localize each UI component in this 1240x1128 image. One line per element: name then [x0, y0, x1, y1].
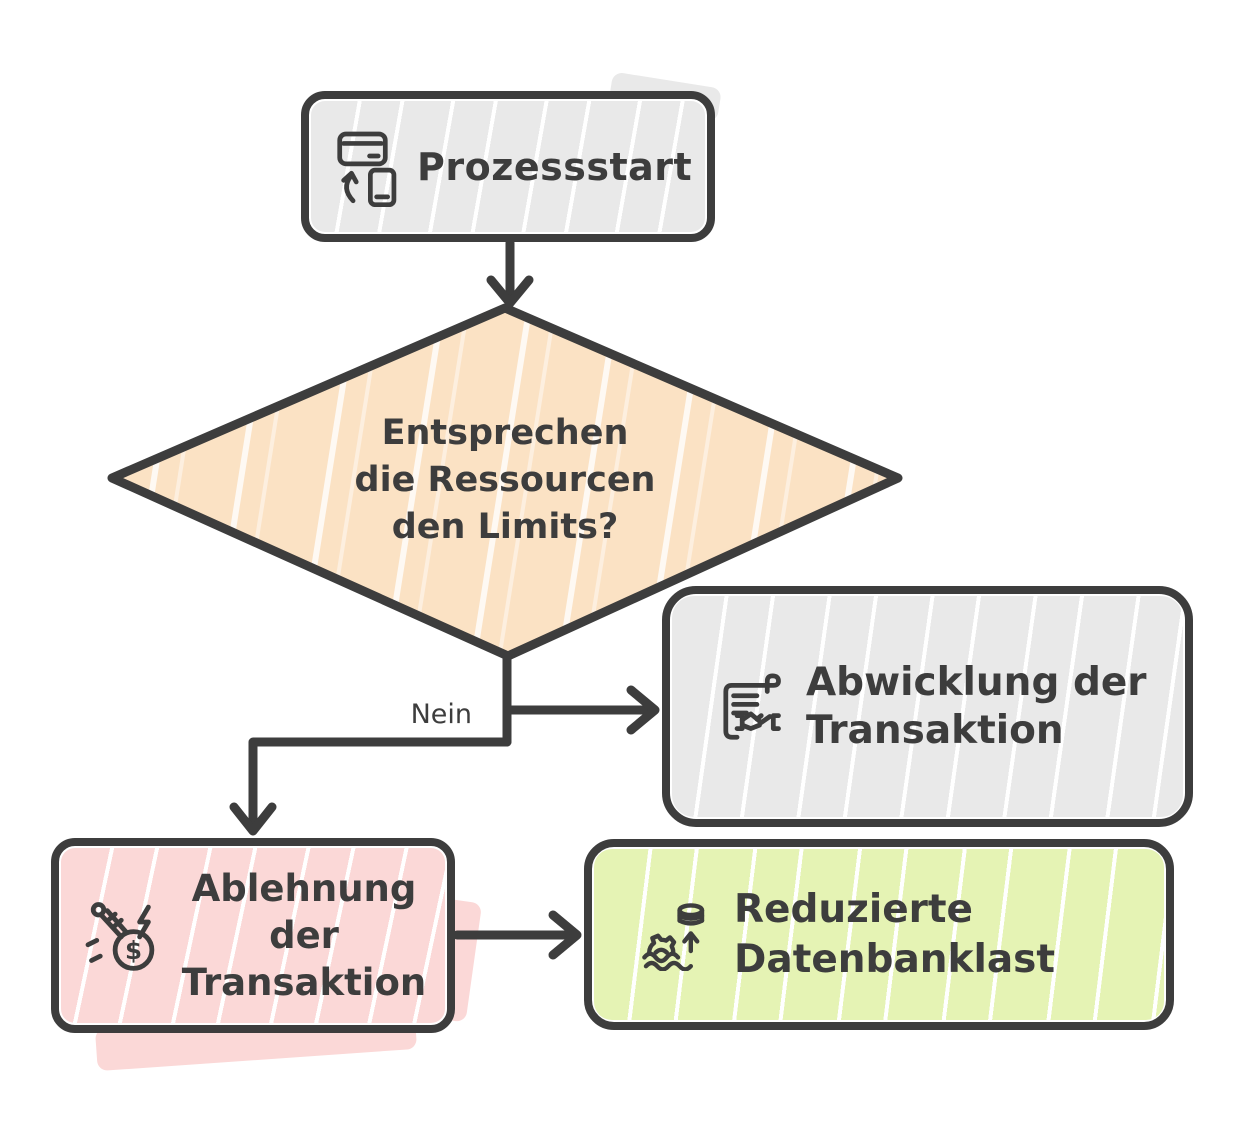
reduced-line-2: Datenbanklast [734, 936, 1056, 982]
node-ablehnung: $ Ablehnung der Transaktion [51, 838, 455, 1033]
svg-text:$: $ [125, 935, 142, 964]
reduced-line-1: Reduzierte [734, 886, 974, 932]
contract-handshake-icon [712, 669, 788, 745]
node-label: Prozessstart [417, 144, 693, 189]
settle-line-2: Transaktion [806, 707, 1064, 753]
edge-label-nein: Nein [410, 699, 472, 730]
node-label: Ablehnung der Transaktion [171, 865, 447, 1006]
rejected-payment-icon: $ [81, 894, 165, 978]
edge-reject-to-reduced [452, 910, 582, 960]
database-gear-load-icon [638, 899, 718, 971]
reject-line-2: der [269, 914, 339, 957]
node-reduzierte-datenbanklast: Reduzierte Datenbanklast [584, 839, 1174, 1030]
node-abwicklung: Abwicklung der Transaktion [662, 586, 1193, 827]
edge-decision-to-settle [502, 652, 660, 747]
decision-line-2: die Ressourcen [354, 460, 656, 500]
decision-line-3: den Limits? [391, 507, 619, 547]
node-label: Reduzierte Datenbanklast [734, 885, 1055, 985]
decision-line-1: Entsprechen [381, 413, 629, 453]
node-fill-texture [311, 101, 705, 232]
edge-start-to-decision [486, 238, 534, 308]
reject-line-1: Ablehnung [191, 867, 417, 910]
node-decision-label: Entsprechen die Ressourcen den Limits? [255, 410, 755, 551]
node-label: Abwicklung der Transaktion [806, 659, 1147, 755]
edge-decision-to-reject [229, 737, 512, 836]
node-prozessstart: Prozessstart [301, 91, 715, 242]
card-to-phone-transfer-icon [335, 127, 401, 207]
settle-line-1: Abwicklung der [806, 659, 1147, 705]
node-fill-texture [672, 596, 1183, 817]
reject-line-3: Transaktion [181, 961, 427, 1004]
